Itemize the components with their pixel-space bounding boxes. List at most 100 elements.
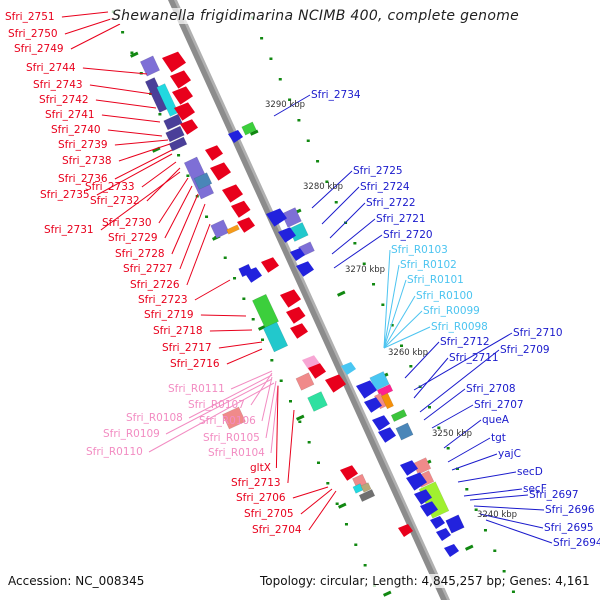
gene-label[interactable]: Sfri_2726 [130, 279, 180, 291]
leader-line [226, 348, 263, 365]
gene-label[interactable]: Sfri_R0103 [391, 244, 448, 256]
ruler-tick [261, 338, 265, 341]
leader-line [114, 149, 173, 180]
gene-label[interactable]: Sfri_2727 [123, 263, 173, 275]
ruler-tick [223, 256, 227, 259]
leader-line [423, 388, 466, 421]
gene-label[interactable]: Sfri_2723 [138, 294, 188, 306]
gene-label[interactable]: tgt [491, 432, 506, 444]
gene-label[interactable]: Sfri_2696 [545, 504, 595, 516]
gene-label[interactable]: Sfri_R0102 [400, 259, 457, 271]
leader-line [179, 203, 206, 270]
gene-label[interactable]: Sfri_2733 [85, 181, 135, 193]
ruler-tick [270, 359, 274, 362]
gene-arrow [364, 397, 382, 413]
gene-label[interactable]: Sfri_2735 [40, 189, 90, 201]
gene-label[interactable]: Sfri_R0100 [416, 290, 473, 302]
gene-arrow [325, 374, 346, 393]
gene-label[interactable]: Sfri_2725 [353, 165, 403, 177]
ruler-tick [177, 154, 181, 157]
gene-label[interactable]: Sfri_R0107 [188, 399, 245, 411]
gene-label[interactable]: Sfri_2711 [449, 352, 499, 364]
gene-label[interactable]: Sfri_2740 [51, 124, 101, 136]
gene-label[interactable]: Sfri_2694 [553, 537, 600, 549]
gene-label[interactable]: Sfri_2730 [102, 217, 152, 229]
gene-label[interactable]: Sfri_2722 [366, 197, 416, 209]
gene-label[interactable]: Sfri_2734 [311, 89, 361, 101]
gene-block [168, 136, 188, 152]
gene-label[interactable]: Sfri_2731 [44, 224, 94, 236]
gene-label[interactable]: Sfri_2750 [8, 28, 58, 40]
gene-label[interactable]: Sfri_2706 [236, 492, 286, 504]
gene-label[interactable]: secF [523, 483, 547, 495]
gene-label[interactable]: Sfri_2716 [170, 358, 220, 370]
gene-label[interactable]: Sfri_2721 [376, 213, 426, 225]
gene-label[interactable]: Sfri_2697 [529, 489, 579, 501]
leader-line [61, 11, 109, 18]
gene-arrow [162, 51, 186, 73]
gene-label[interactable]: Sfri_2751 [5, 11, 55, 23]
gene-label[interactable]: Sfri_2728 [115, 248, 165, 260]
leader-line [383, 249, 391, 349]
gene-label[interactable]: Sfri_2729 [108, 232, 158, 244]
kbp-marker: 3270 kbp [345, 265, 385, 275]
kbp-marker: 3240 kbp [477, 510, 517, 520]
gene-arrow [170, 70, 191, 89]
gene-label[interactable]: gltX [250, 462, 271, 474]
ruler-tick [186, 174, 190, 177]
gene-label[interactable]: Sfri_2744 [26, 62, 76, 74]
gene-label[interactable]: Sfri_R0104 [208, 447, 265, 459]
gene-label[interactable]: Sfri_2739 [58, 139, 108, 151]
leader-line [321, 186, 360, 225]
gene-label[interactable]: Sfri_2719 [144, 309, 194, 321]
gene-arrow [180, 119, 198, 135]
gene-label[interactable]: Sfri_2717 [162, 342, 212, 354]
leader-line [107, 129, 163, 137]
gene-label[interactable]: Sfri_2724 [360, 181, 410, 193]
gene-label[interactable]: Sfri_2708 [466, 383, 516, 395]
gene-label[interactable]: Sfri_R0109 [103, 428, 160, 440]
gene-label[interactable]: Sfri_2742 [39, 94, 89, 106]
gene-label[interactable]: queA [482, 414, 510, 426]
gene-label[interactable]: secD [517, 466, 543, 478]
leader-line [333, 234, 383, 269]
ruler-tick [362, 262, 366, 265]
ruler-tick [465, 488, 469, 491]
gene-label[interactable]: yajC [498, 448, 521, 460]
gene-label[interactable]: Sfri_2741 [45, 109, 95, 121]
kbp-marker: 3250 kbp [432, 429, 472, 439]
gene-label[interactable]: Sfri_2709 [500, 344, 550, 356]
gene-label[interactable]: Sfri_2743 [33, 79, 83, 91]
gene-label[interactable]: Sfri_2749 [14, 43, 64, 55]
gene-label[interactable]: Sfri_2704 [252, 524, 302, 536]
gene-label[interactable]: Sfri_R0105 [203, 432, 260, 444]
gene-label[interactable]: Sfri_R0108 [126, 412, 183, 424]
gene-label[interactable]: Sfri_R0106 [199, 415, 256, 427]
gene-label[interactable]: Sfri_2707 [474, 399, 524, 411]
gene-label[interactable]: Sfri_2710 [513, 327, 563, 339]
ruler-tick [335, 502, 339, 505]
gene-label[interactable]: Sfri_2720 [383, 229, 433, 241]
gene-label[interactable]: Sfri_2695 [544, 522, 594, 534]
leader-line [300, 488, 333, 515]
gene-label[interactable]: Sfri_2712 [440, 336, 490, 348]
ruler-tick [130, 51, 134, 54]
gene-arrow [174, 102, 195, 121]
gene-label[interactable]: Sfri_2738 [62, 155, 112, 167]
gene-label[interactable]: Sfri_2705 [244, 508, 294, 520]
leader-line [230, 370, 273, 390]
gene-label[interactable]: Sfri_2718 [153, 325, 203, 337]
gene-label[interactable]: Sfri_2732 [90, 195, 140, 207]
ruler-tick [279, 379, 283, 382]
leader-line [479, 513, 544, 529]
gene-label[interactable]: Sfri_R0101 [407, 274, 464, 286]
gene-label[interactable]: Sfri_R0111 [168, 383, 225, 395]
gene-block [352, 473, 367, 489]
gene-label[interactable]: Sfri_R0098 [431, 321, 488, 333]
gene-label[interactable]: Sfri_R0110 [86, 446, 143, 458]
leader-line [485, 519, 553, 544]
gene-label[interactable]: Sfri_2713 [231, 477, 281, 489]
gene-arrow [286, 306, 306, 324]
gene-label[interactable]: Sfri_R0099 [423, 305, 480, 317]
gene-label[interactable]: Sfri_2736 [58, 173, 108, 185]
